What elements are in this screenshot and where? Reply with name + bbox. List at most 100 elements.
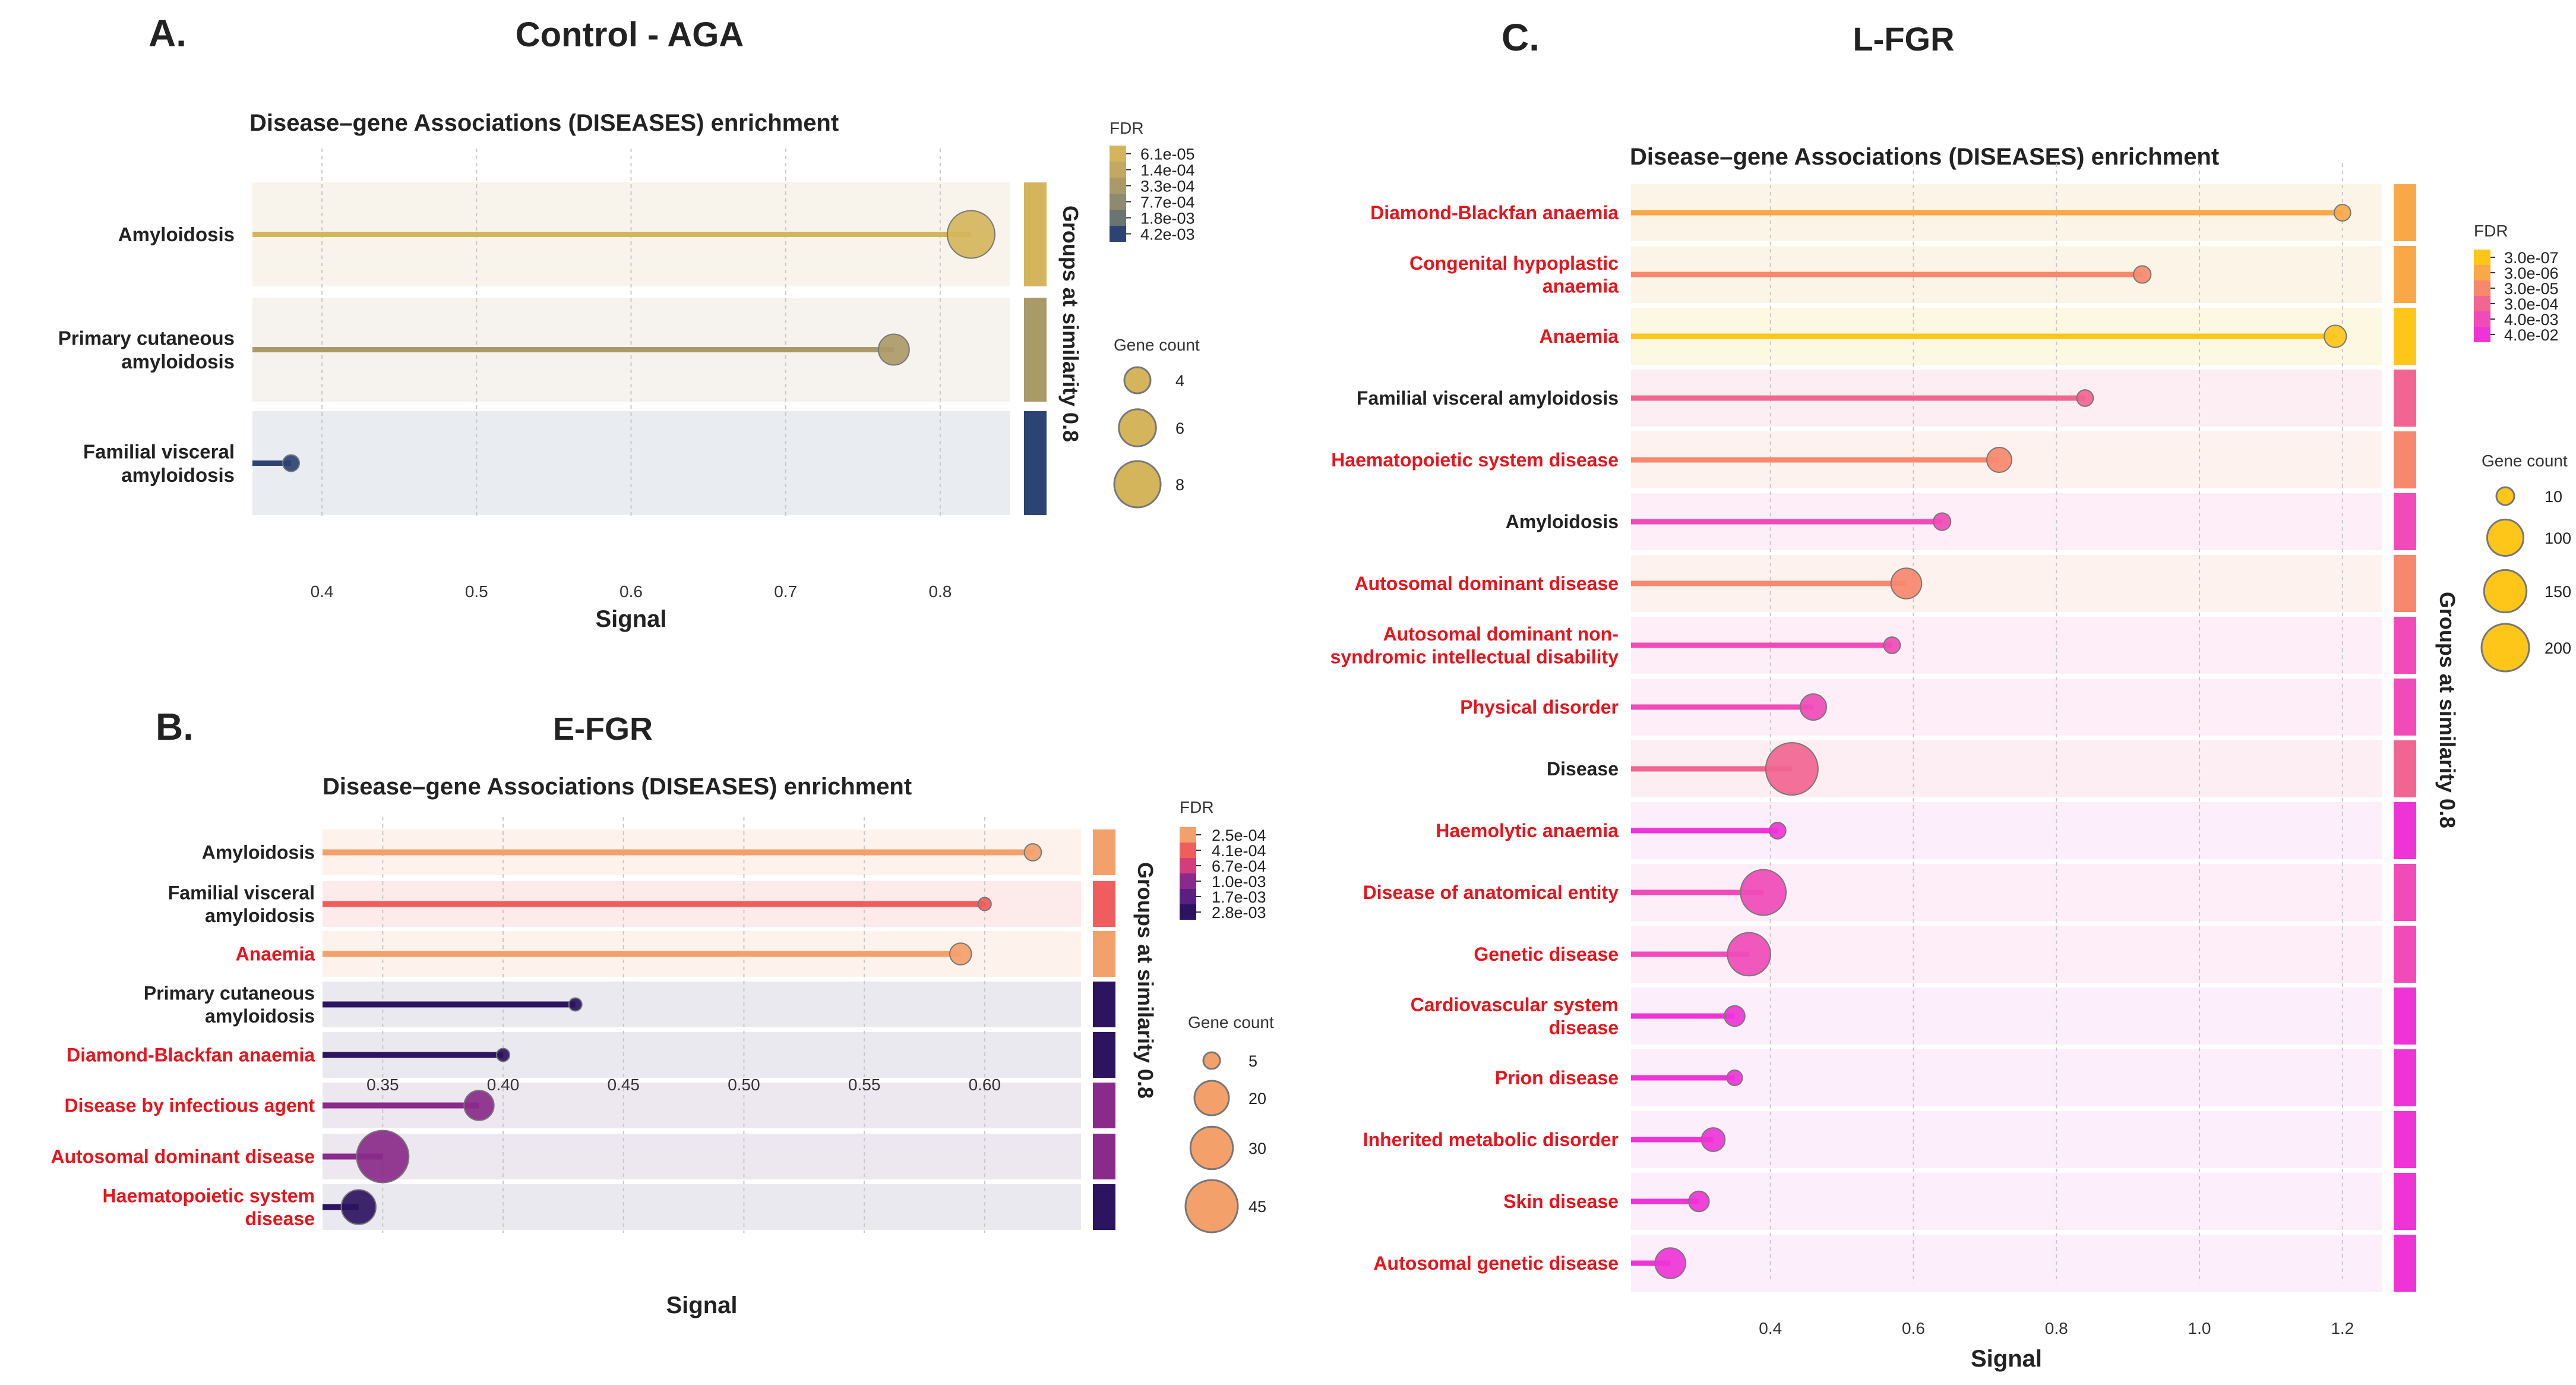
term-label: Amyloidosis [1506,511,1619,532]
lollipop-point [2324,324,2347,348]
legend-count-circle [1113,460,1162,509]
legend-fdr-label: 3.3e-04 [1140,178,1195,195]
legend-fdr-swatch [1180,843,1196,858]
group-bar [2394,1173,2416,1230]
group-label: Groups at similarity 0.8 [2435,592,2460,828]
panel-a-title: Disease–gene Associations (DISEASES) enr… [249,110,839,136]
x-tick-label: 0.35 [366,1075,399,1094]
term-label: Haematopoietic system disease [1331,449,1619,471]
panel-b-title: Disease–gene Associations (DISEASES) enr… [323,774,912,800]
group-bar [2394,926,2416,983]
legend-fdr-swatch [1180,827,1196,843]
legend-fdr-label: 2.5e-04 [1212,826,1266,844]
group-bar [2394,555,2416,612]
x-axis-label: Signal [1971,1346,2042,1372]
term-label: Cardiovascular system [1411,994,1619,1015]
group-bar [2394,431,2416,488]
panel-b-heading: E-FGR [553,711,653,747]
legend-fdr-title: FDR [1180,798,1214,816]
group-bar [1093,881,1115,927]
panel-c-letter: C. [1502,16,1540,59]
x-tick-label: 1.0 [2188,1319,2211,1337]
legend-fdr-swatch [1110,194,1126,210]
lollipop-point [340,1189,377,1225]
legend-count-label: 8 [1175,476,1184,494]
legend-fdr-swatch [2474,265,2490,280]
term-label: disease [245,1208,315,1229]
row-band [323,1134,1081,1179]
lollipop-point [2333,204,2351,222]
legend-count-circle [1123,366,1152,395]
legend-fdr-swatch [2474,250,2490,265]
x-tick-label: 0.6 [619,582,643,601]
group-bar [1024,411,1047,515]
group-bar [1024,182,1047,286]
lollipop-point [877,333,910,366]
x-tick-label: 0.6 [1902,1319,1925,1337]
group-bar [2394,184,2416,241]
term-label: Haemolytic anaemia [1436,820,1619,841]
legend-fdr-swatch [1180,858,1196,873]
legend-count-label: 45 [1249,1198,1266,1216]
legend-fdr-label: 1.4e-04 [1140,162,1195,179]
term-label: Genetic disease [1474,944,1619,965]
term-label: syndromic intellectual disability [1330,646,1619,667]
legend-fdr-swatch [1110,210,1126,226]
legend-count-label: 20 [1249,1090,1266,1108]
lollipop-point [1890,567,1923,600]
term-label: amyloidosis [121,351,235,373]
x-tick-label: 0.50 [728,1075,760,1094]
term-label: Haematopoietic system [103,1185,315,1207]
group-bar [2394,308,2416,365]
lollipop-point [568,997,583,1012]
lollipop-point [282,454,301,472]
term-label: Autosomal dominant disease [1354,573,1619,594]
group-bar [2394,679,2416,736]
term-label: Familial visceral amyloidosis [1357,387,1619,409]
group-bar [2394,370,2416,427]
lollipop-point [1765,742,1819,796]
group-bar [1093,1134,1115,1179]
legend-fdr-swatch [2474,311,2490,327]
group-bar [1093,1032,1115,1078]
legend-fdr-label: 1.0e-03 [1212,873,1266,891]
legend-fdr-label: 7.7e-04 [1140,194,1195,212]
lollipop-point [496,1048,511,1062]
legend-fdr-label: 1.7e-03 [1212,888,1266,906]
legend-fdr-title: FDR [1110,119,1144,137]
term-label: Diamond-Blackfan anaemia [1370,202,1619,223]
term-label: Autosomal genetic disease [1373,1253,1619,1274]
term-label: Primary cutaneous [144,983,315,1004]
panel-c-heading: L-FGR [1853,20,1954,58]
row-band [323,1184,1081,1230]
legend-fdr-swatch [1180,889,1196,904]
group-bar [2394,802,2416,859]
legend-count-title: Gene count [1188,1013,1274,1031]
term-label: Congenital hypoplastic [1409,253,1619,274]
term-label: Autosomal dominant disease [50,1146,315,1168]
x-tick-label: 0.5 [465,582,488,601]
term-label: amyloidosis [205,905,315,926]
lollipop-point [1688,1190,1710,1213]
row-band [1631,1235,2382,1292]
panel-a-letter: A. [148,12,187,55]
group-label: Groups at similarity 0.8 [1058,206,1083,442]
legend-count-circle [2486,518,2525,557]
term-label: Diamond-Blackfan anaemia [67,1045,315,1066]
legend-count-label: 200 [2545,639,2571,657]
term-label: Anaemia [1540,326,1619,347]
x-axis-label: Signal [666,1292,737,1318]
x-tick-label: 0.40 [487,1075,520,1094]
group-label: Groups at similarity 0.8 [1133,862,1158,1099]
legend-count-circle [1202,1051,1221,1070]
legend-count-label: 4 [1175,372,1184,390]
term-label: amyloidosis [121,464,235,486]
lollipop-point [1986,447,2012,473]
term-label: Amyloidosis [118,223,235,245]
legend-fdr-swatch [2474,327,2490,342]
lollipop-point [1933,512,1952,531]
lollipop-point [1654,1247,1686,1279]
row-band [1631,1173,2382,1230]
